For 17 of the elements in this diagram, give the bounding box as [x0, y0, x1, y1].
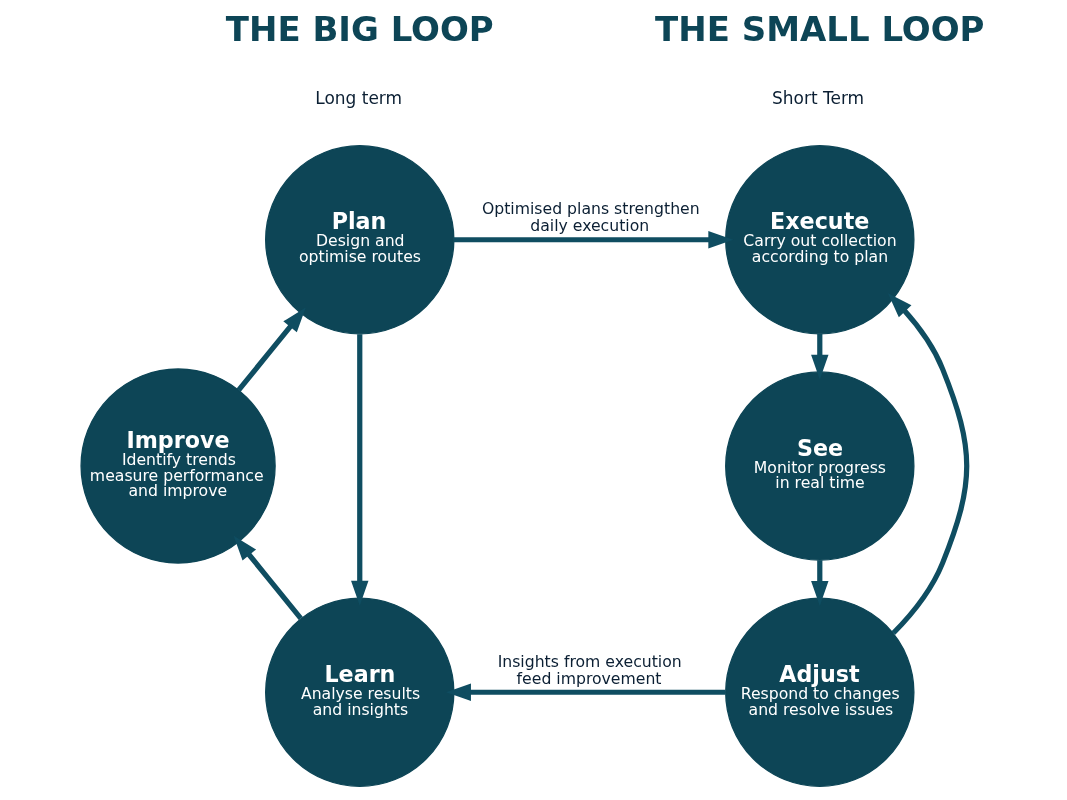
- node-circle: See Monitor progress in real time: [725, 371, 915, 561]
- arrow: [446, 683, 726, 701]
- edge-label: Insights from execution feed improvement: [497, 651, 682, 688]
- arrow: [453, 231, 734, 249]
- node-circle: Adjust Respond to changes and resolve issues: [725, 597, 915, 787]
- label: THE SMALL LOOP: [655, 8, 985, 49]
- arrow: [233, 535, 303, 620]
- edge-label: Optimised plans strengthen daily execution: [481, 199, 700, 236]
- label: THE BIG LOOP: [225, 8, 494, 49]
- arrow: [811, 333, 829, 380]
- arrow: [351, 334, 369, 606]
- label: Short Term: [772, 88, 865, 109]
- arrow: [811, 560, 829, 606]
- arrow: [236, 307, 306, 392]
- arrow: [887, 293, 970, 635]
- label: Long term: [315, 88, 403, 109]
- node-circle: Learn Analyse results and insights: [265, 597, 455, 787]
